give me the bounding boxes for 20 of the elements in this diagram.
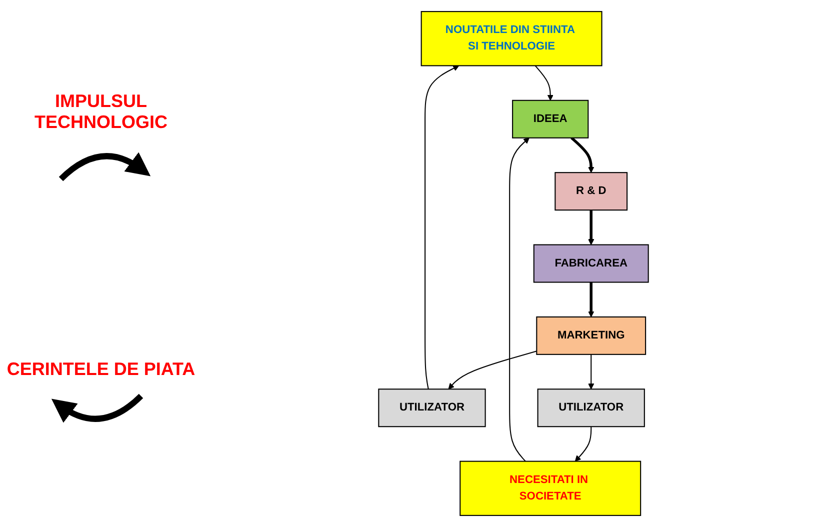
node-box (420, 11, 602, 66)
flowchart: NOUTATILE DIN STIINTA SI TEHNOLOGIE UTILIZATOR IDEEA R & D FABRICAREA MARKETING UTILIZATOR NECESITATI IN SOCIETATE (196, 6, 831, 521)
arrow (588, 282, 594, 318)
arrow (509, 138, 530, 462)
node-box (537, 388, 645, 428)
node-box (554, 172, 628, 211)
annotation-text: CERINTELE DE PIATA (6, 359, 196, 380)
arrow (588, 210, 594, 246)
arrow (588, 354, 594, 390)
arrow (424, 65, 460, 390)
node-box (536, 316, 646, 355)
node-box (460, 460, 642, 516)
node-box (533, 244, 649, 283)
arrow (534, 65, 554, 101)
arrow (448, 350, 537, 390)
node-box (378, 388, 486, 428)
node-box (512, 100, 589, 138)
annotation-text: IMPULSUL TECHNOLOGIC (34, 91, 168, 133)
arrow (570, 136, 594, 173)
arrow (574, 426, 592, 462)
